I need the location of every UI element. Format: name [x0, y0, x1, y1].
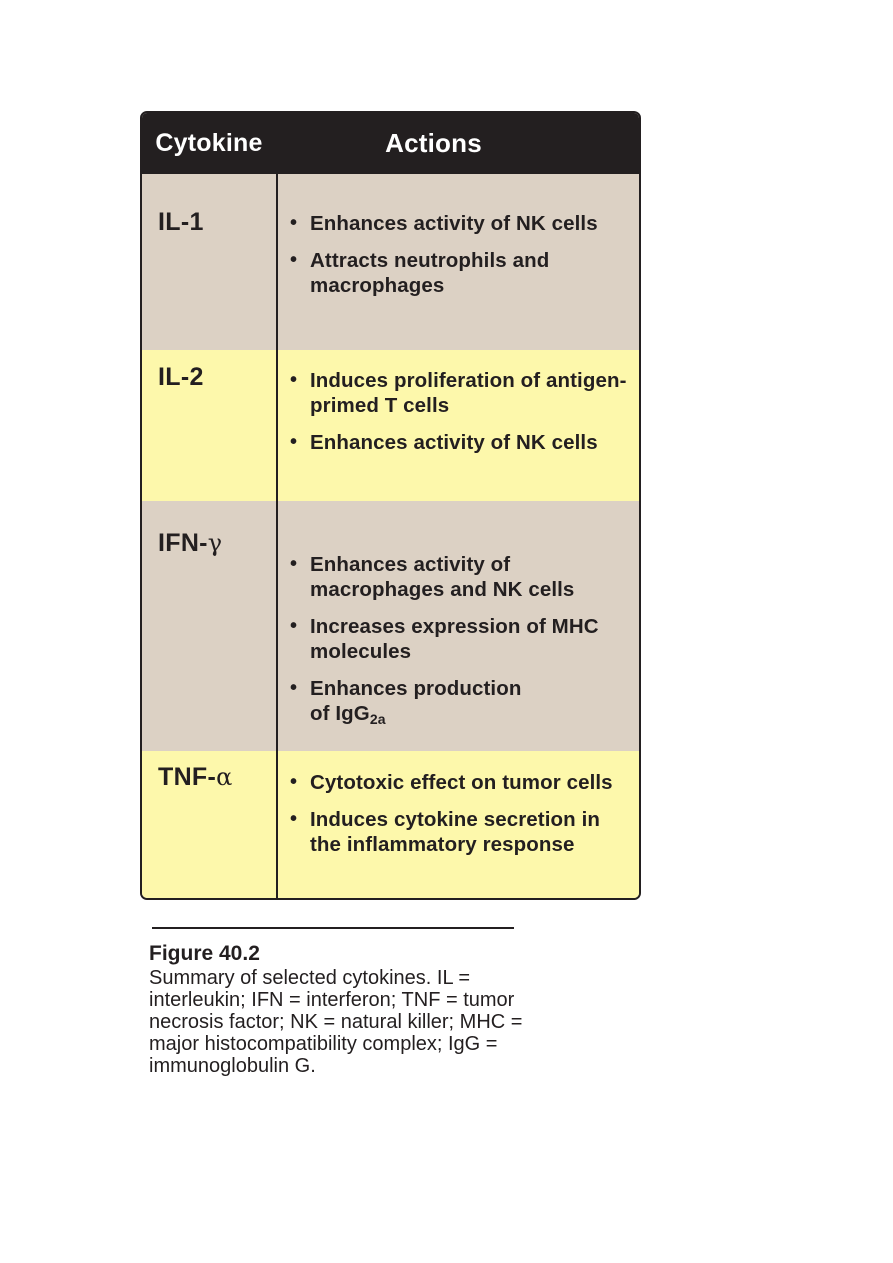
bullet-icon: •: [290, 808, 298, 830]
caption-title: Figure 40.2: [149, 942, 260, 965]
caption-text: Summary of selected cytokines. IL = inte…: [149, 967, 523, 1077]
action-item: •Enhances activity of NK cells: [290, 431, 598, 454]
column-divider: [276, 113, 278, 898]
subscript: 2a: [369, 711, 386, 727]
figure-caption: Figure 40.2 Summary of selected cytokine…: [149, 941, 549, 1077]
header-cytokine: Cytokine: [155, 129, 263, 157]
bullet-icon: •: [290, 369, 298, 391]
table-header: Cytokine Actions: [142, 113, 639, 174]
action-item: •Induces cytokine secretion in the infla…: [290, 808, 600, 856]
action-item: •Enhances activity of macrophages and NK…: [290, 553, 575, 601]
table-row-tnf-alpha: TNF-α •Cytotoxic effect on tumor cells •…: [142, 751, 639, 898]
cytokine-name: IL-1: [158, 208, 204, 236]
action-list: •Induces proliferation of antigen-primed…: [288, 368, 633, 467]
bullet-icon: •: [290, 249, 298, 271]
cytokine-name: TNF-α: [158, 763, 233, 791]
action-item: •Attracts neutrophils and macrophages: [290, 249, 550, 297]
action-item: •Increases expression of MHC molecules: [290, 615, 599, 663]
bullet-icon: •: [290, 431, 298, 453]
cytokine-table: Cytokine Actions IL-1 •Enhances activity…: [140, 111, 641, 900]
action-list: •Enhances activity of NK cells •Attracts…: [288, 211, 633, 310]
gamma-symbol: γ: [207, 529, 223, 557]
bullet-icon: •: [290, 771, 298, 793]
cytokine-name: IL-2: [158, 363, 204, 391]
alpha-symbol: α: [216, 763, 233, 791]
table-row-il2: IL-2 •Induces proliferation of antigen-p…: [142, 350, 639, 501]
bullet-icon: •: [290, 553, 298, 575]
caption-rule: [152, 927, 514, 929]
action-list: •Cytotoxic effect on tumor cells •Induce…: [288, 770, 633, 869]
action-item: •Cytotoxic effect on tumor cells: [290, 771, 613, 794]
header-actions: Actions: [385, 128, 482, 158]
table-row-ifn-gamma: IFN-γ •Enhances activity of macrophages …: [142, 501, 639, 751]
bullet-icon: •: [290, 677, 298, 699]
action-item: •Enhances activity of NK cells: [290, 212, 598, 235]
bullet-icon: •: [290, 615, 298, 637]
action-list: •Enhances activity of macrophages and NK…: [288, 552, 633, 744]
table-row-il1: IL-1 •Enhances activity of NK cells •Att…: [142, 174, 639, 350]
bullet-icon: •: [290, 212, 298, 234]
action-item: •Induces proliferation of antigen-primed…: [290, 369, 627, 417]
cytokine-name: IFN-γ: [158, 529, 223, 557]
